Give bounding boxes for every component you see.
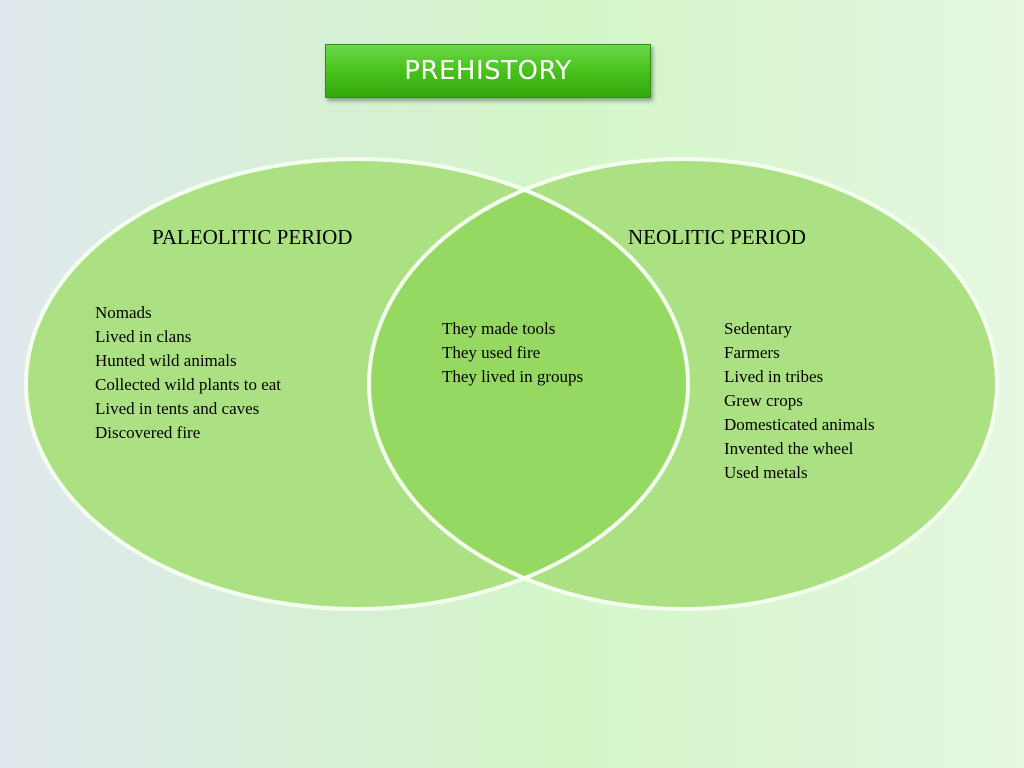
page-title: PREHISTORY [404, 56, 572, 86]
neolitic-list: Sedentary Farmers Lived in tribes Grew c… [724, 317, 875, 485]
overlap-region [369, 159, 688, 609]
list-item: Grew crops [724, 391, 803, 410]
neolitic-heading: NEOLITIC PERIOD [628, 225, 806, 249]
list-item: Hunted wild animals [95, 351, 237, 370]
list-item: Discovered fire [95, 423, 201, 442]
list-item: Farmers [724, 343, 780, 362]
list-item: They lived in groups [442, 367, 584, 386]
shared-list: They made tools They used fire They live… [442, 317, 583, 389]
list-item: Sedentary [724, 319, 792, 338]
list-item: Lived in clans [95, 327, 192, 346]
paleolitic-list: Nomads Lived in clans Hunted wild animal… [95, 301, 281, 445]
list-item: Domesticated animals [724, 415, 875, 434]
list-item: Collected wild plants to eat [95, 375, 282, 394]
list-item: Nomads [95, 303, 152, 322]
list-item: Invented the wheel [724, 439, 854, 458]
list-item: Lived in tribes [724, 367, 824, 386]
list-item: They made tools [442, 319, 556, 338]
list-item: Lived in tents and caves [95, 399, 260, 418]
paleolitic-heading: PALEOLITIC PERIOD [152, 225, 353, 249]
title-box: PREHISTORY [325, 44, 651, 98]
list-item: Used metals [724, 463, 808, 482]
list-item: They used fire [442, 343, 541, 362]
